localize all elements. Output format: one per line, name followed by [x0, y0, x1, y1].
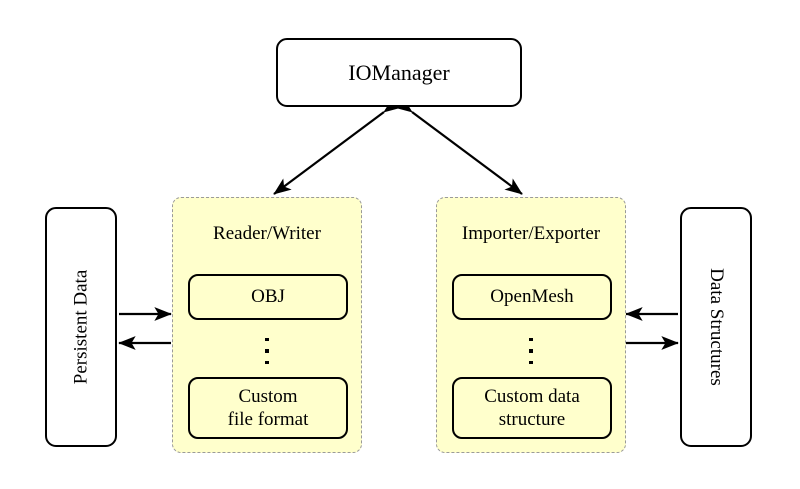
item-custom-file-format[interactable]: Custom file format [188, 377, 348, 439]
panel-reader-writer-title: Reader/Writer [213, 223, 321, 244]
node-data-structures[interactable]: Data Structures [680, 207, 752, 447]
persistent-data-label: Persistent Data [70, 269, 92, 385]
node-persistent-data[interactable]: Persistent Data [45, 207, 117, 447]
arrow-manager-importerexporter [394, 96, 523, 195]
panel-reader-writer[interactable]: Reader/Writer OBJ Custom file format [172, 197, 362, 453]
node-iomanager[interactable]: IOManager [276, 38, 522, 107]
arrow-manager-readerwriter [273, 96, 402, 195]
data-structures-label: Data Structures [705, 268, 727, 386]
item-custom-file-format-label: Custom file format [227, 385, 309, 430]
item-obj[interactable]: OBJ [188, 274, 348, 320]
iomanager-label: IOManager [348, 59, 450, 85]
item-openmesh-label: OpenMesh [490, 286, 574, 308]
ellipsis-importer-exporter [529, 338, 533, 364]
item-custom-data-structure[interactable]: Custom data structure [452, 377, 612, 439]
panel-importer-exporter[interactable]: Importer/Exporter OpenMesh Custom data s… [436, 197, 626, 453]
panel-importer-exporter-title: Importer/Exporter [461, 223, 601, 244]
ellipsis-reader-writer [265, 338, 269, 364]
item-obj-label: OBJ [251, 286, 285, 308]
item-custom-data-structure-label: Custom data structure [484, 385, 580, 430]
item-openmesh[interactable]: OpenMesh [452, 274, 612, 320]
